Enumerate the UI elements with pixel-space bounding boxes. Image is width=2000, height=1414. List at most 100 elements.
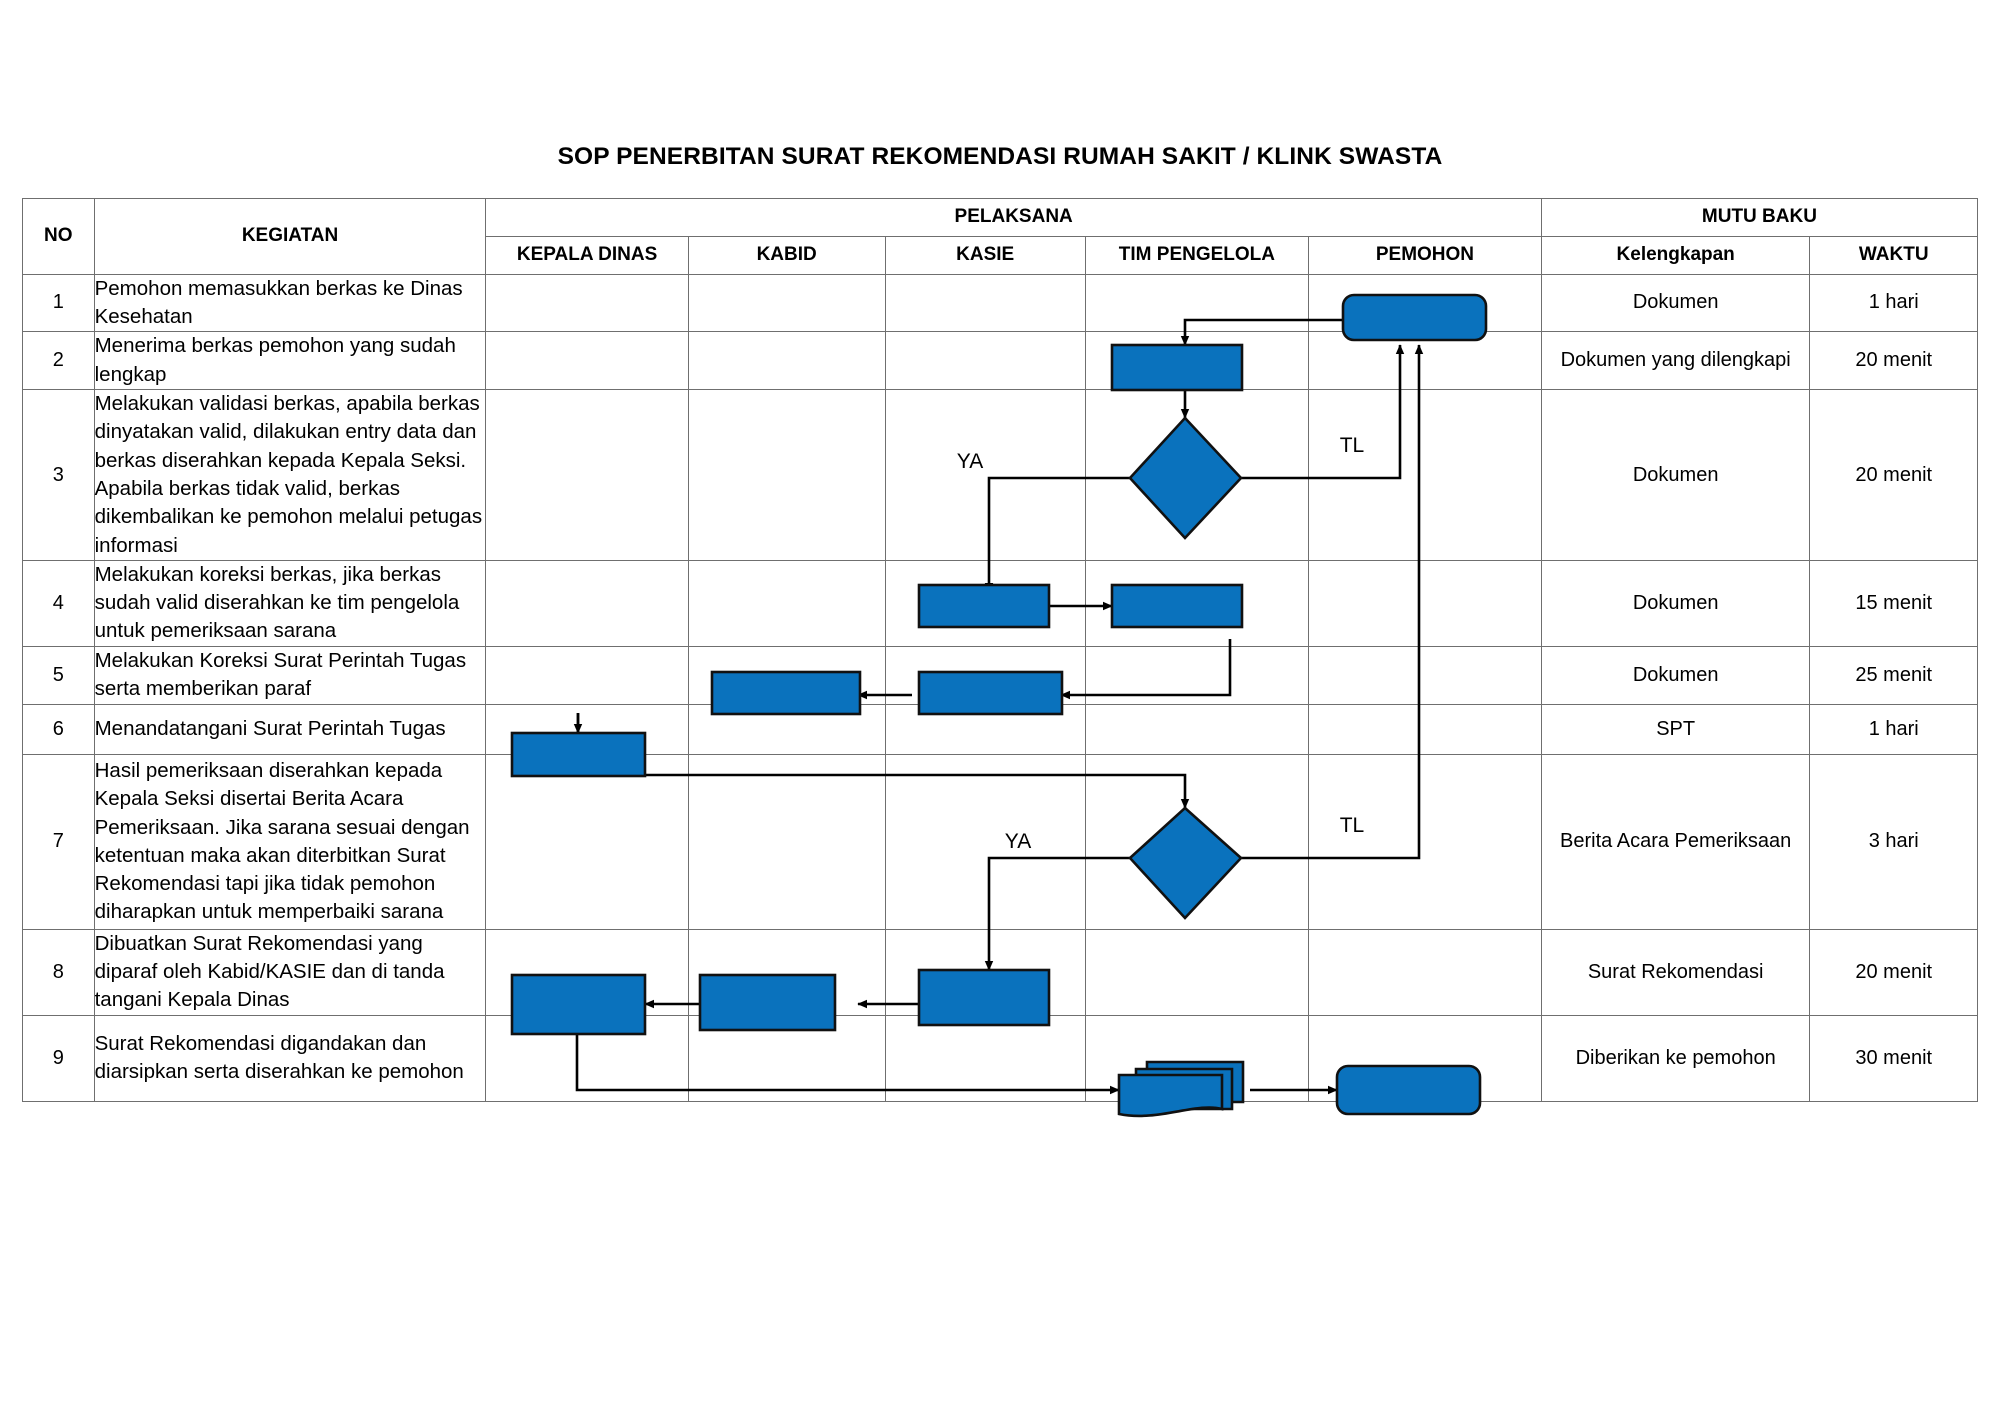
lane-cell-tim-pengelola: [1084, 331, 1310, 391]
row-kelengkapan: Dokumen: [1540, 273, 1811, 333]
lane-cell-tim-pengelola: [1084, 559, 1310, 647]
lane-cell-pemohon: [1308, 559, 1542, 647]
table-row: 9 Surat Rekomendasi digandakan dan diars…: [22, 1014, 1978, 1102]
row-number: 3: [22, 389, 95, 561]
lane-cell-kabid: [687, 753, 886, 930]
header-kegiatan: KEGIATAN: [93, 198, 487, 275]
row-activity: Menerima berkas pemohon yang sudah lengk…: [93, 331, 487, 391]
lane-cell-kabid: [687, 1014, 886, 1102]
lane-cell-tim-pengelola: [1084, 273, 1310, 333]
header-kelengkapan: Kelengkapan: [1540, 235, 1811, 275]
lane-cell-kepala-dinas: [485, 559, 689, 647]
row-number: 9: [22, 1014, 95, 1102]
lane-cell-pemohon: [1308, 331, 1542, 391]
header-waktu: WAKTU: [1809, 235, 1978, 275]
lane-cell-kepala-dinas: [485, 389, 689, 561]
lane-cell-kasie: [884, 273, 1086, 333]
row-activity: Menandatangani Surat Perintah Tugas: [93, 703, 487, 755]
row-number: 4: [22, 559, 95, 647]
lane-cell-pemohon: [1308, 1014, 1542, 1102]
header-kabid: KABID: [687, 235, 886, 275]
lane-cell-kepala-dinas: [485, 645, 689, 705]
row-activity: Pemohon memasukkan berkas ke Dinas Keseh…: [93, 273, 487, 333]
lane-cell-kasie: [884, 389, 1086, 561]
lane-cell-tim-pengelola: [1084, 1014, 1310, 1102]
row-number: 7: [22, 753, 95, 930]
lane-cell-kabid: [687, 928, 886, 1016]
lane-cell-kabid: [687, 331, 886, 391]
row-waktu: 1 hari: [1809, 273, 1978, 333]
lane-cell-tim-pengelola: [1084, 928, 1310, 1016]
lane-cell-kepala-dinas: [485, 703, 689, 755]
lane-cell-kasie: [884, 331, 1086, 391]
row-waktu: 1 hari: [1809, 703, 1978, 755]
table-row: 5 Melakukan Koreksi Surat Perintah Tugas…: [22, 645, 1978, 705]
lane-cell-kabid: [687, 559, 886, 647]
header-kepala-dinas: KEPALA DINAS: [485, 235, 689, 275]
row-kelengkapan: Dokumen: [1540, 559, 1811, 647]
header-pemohon: PEMOHON: [1308, 235, 1542, 275]
row-activity: Surat Rekomendasi digandakan dan diarsip…: [93, 1014, 487, 1102]
row-number: 1: [22, 273, 95, 333]
row-waktu: 30 menit: [1809, 1014, 1978, 1102]
lane-cell-pemohon: [1308, 928, 1542, 1016]
table-row: 8 Dibuatkan Surat Rekomendasi yang dipar…: [22, 928, 1978, 1016]
row-kelengkapan: SPT: [1540, 703, 1811, 755]
lane-cell-pemohon: [1308, 645, 1542, 705]
lane-cell-kepala-dinas: [485, 331, 689, 391]
row-kelengkapan: Dokumen: [1540, 645, 1811, 705]
lane-cell-kepala-dinas: [485, 928, 689, 1016]
lane-cell-tim-pengelola: [1084, 389, 1310, 561]
lane-cell-kepala-dinas: [485, 273, 689, 333]
lane-cell-kabid: [687, 273, 886, 333]
table-row: 3 Melakukan validasi berkas, apabila ber…: [22, 389, 1978, 561]
row-number: 8: [22, 928, 95, 1016]
table-row: 4 Melakukan koreksi berkas, jika berkas …: [22, 559, 1978, 647]
row-number: 6: [22, 703, 95, 755]
lane-cell-pemohon: [1308, 753, 1542, 930]
lane-cell-kabid: [687, 389, 886, 561]
row-waktu: 3 hari: [1809, 753, 1978, 930]
row-kelengkapan: Surat Rekomendasi: [1540, 928, 1811, 1016]
table-row: 1 Pemohon memasukkan berkas ke Dinas Kes…: [22, 273, 1978, 333]
table-header-group-row: NO KEGIATAN PELAKSANA MUTU BAKU: [22, 198, 1979, 275]
lane-cell-kabid: [687, 645, 886, 705]
lane-cell-pemohon: [1308, 273, 1542, 333]
table-row: 7 Hasil pemeriksaan diserahkan kepada Ke…: [22, 753, 1978, 930]
row-kelengkapan: Dokumen: [1540, 389, 1811, 561]
row-number: 5: [22, 645, 95, 705]
lane-cell-kasie: [884, 559, 1086, 647]
row-kelengkapan: Berita Acara Pemeriksaan: [1540, 753, 1811, 930]
row-waktu: 20 menit: [1809, 331, 1978, 391]
lane-cell-kasie: [884, 645, 1086, 705]
row-waktu: 20 menit: [1809, 928, 1978, 1016]
row-activity: Melakukan koreksi berkas, jika berkas su…: [93, 559, 487, 647]
lane-cell-kasie: [884, 703, 1086, 755]
row-kelengkapan: Diberikan ke pemohon: [1540, 1014, 1811, 1102]
lane-cell-tim-pengelola: [1084, 645, 1310, 705]
row-activity: Hasil pemeriksaan diserahkan kepada Kepa…: [93, 753, 487, 930]
row-activity: Melakukan Koreksi Surat Perintah Tugas s…: [93, 645, 487, 705]
table-header-sub-row: KEPALA DINAS KABID KASIE TIM PENGELOLA P…: [23, 235, 1978, 275]
lane-cell-tim-pengelola: [1084, 703, 1310, 755]
table-row: 2 Menerima berkas pemohon yang sudah len…: [22, 331, 1978, 391]
lane-cell-kepala-dinas: [485, 753, 689, 930]
lane-cell-kasie: [884, 753, 1086, 930]
row-activity: Melakukan validasi berkas, apabila berka…: [93, 389, 487, 561]
lane-cell-tim-pengelola: [1084, 753, 1310, 930]
lane-cell-pemohon: [1308, 703, 1542, 755]
header-pelaksana: PELAKSANA: [485, 198, 1542, 237]
row-waktu: 15 menit: [1809, 559, 1978, 647]
sop-table: NO KEGIATAN PELAKSANA MUTU BAKU KEPALA D…: [22, 198, 1979, 1102]
page-title: SOP PENERBITAN SURAT REKOMENDASI RUMAH S…: [557, 143, 1443, 170]
lane-cell-pemohon: [1308, 389, 1542, 561]
header-mutu-baku: MUTU BAKU: [1540, 198, 1979, 237]
lane-cell-kasie: [884, 928, 1086, 1016]
lane-cell-kepala-dinas: [485, 1014, 689, 1102]
row-number: 2: [22, 331, 95, 391]
row-kelengkapan: Dokumen yang dilengkapi: [1540, 331, 1811, 391]
row-activity: Dibuatkan Surat Rekomendasi yang diparaf…: [93, 928, 487, 1016]
header-no: NO: [22, 198, 95, 275]
header-kasie: KASIE: [884, 235, 1086, 275]
lane-cell-kabid: [687, 703, 886, 755]
